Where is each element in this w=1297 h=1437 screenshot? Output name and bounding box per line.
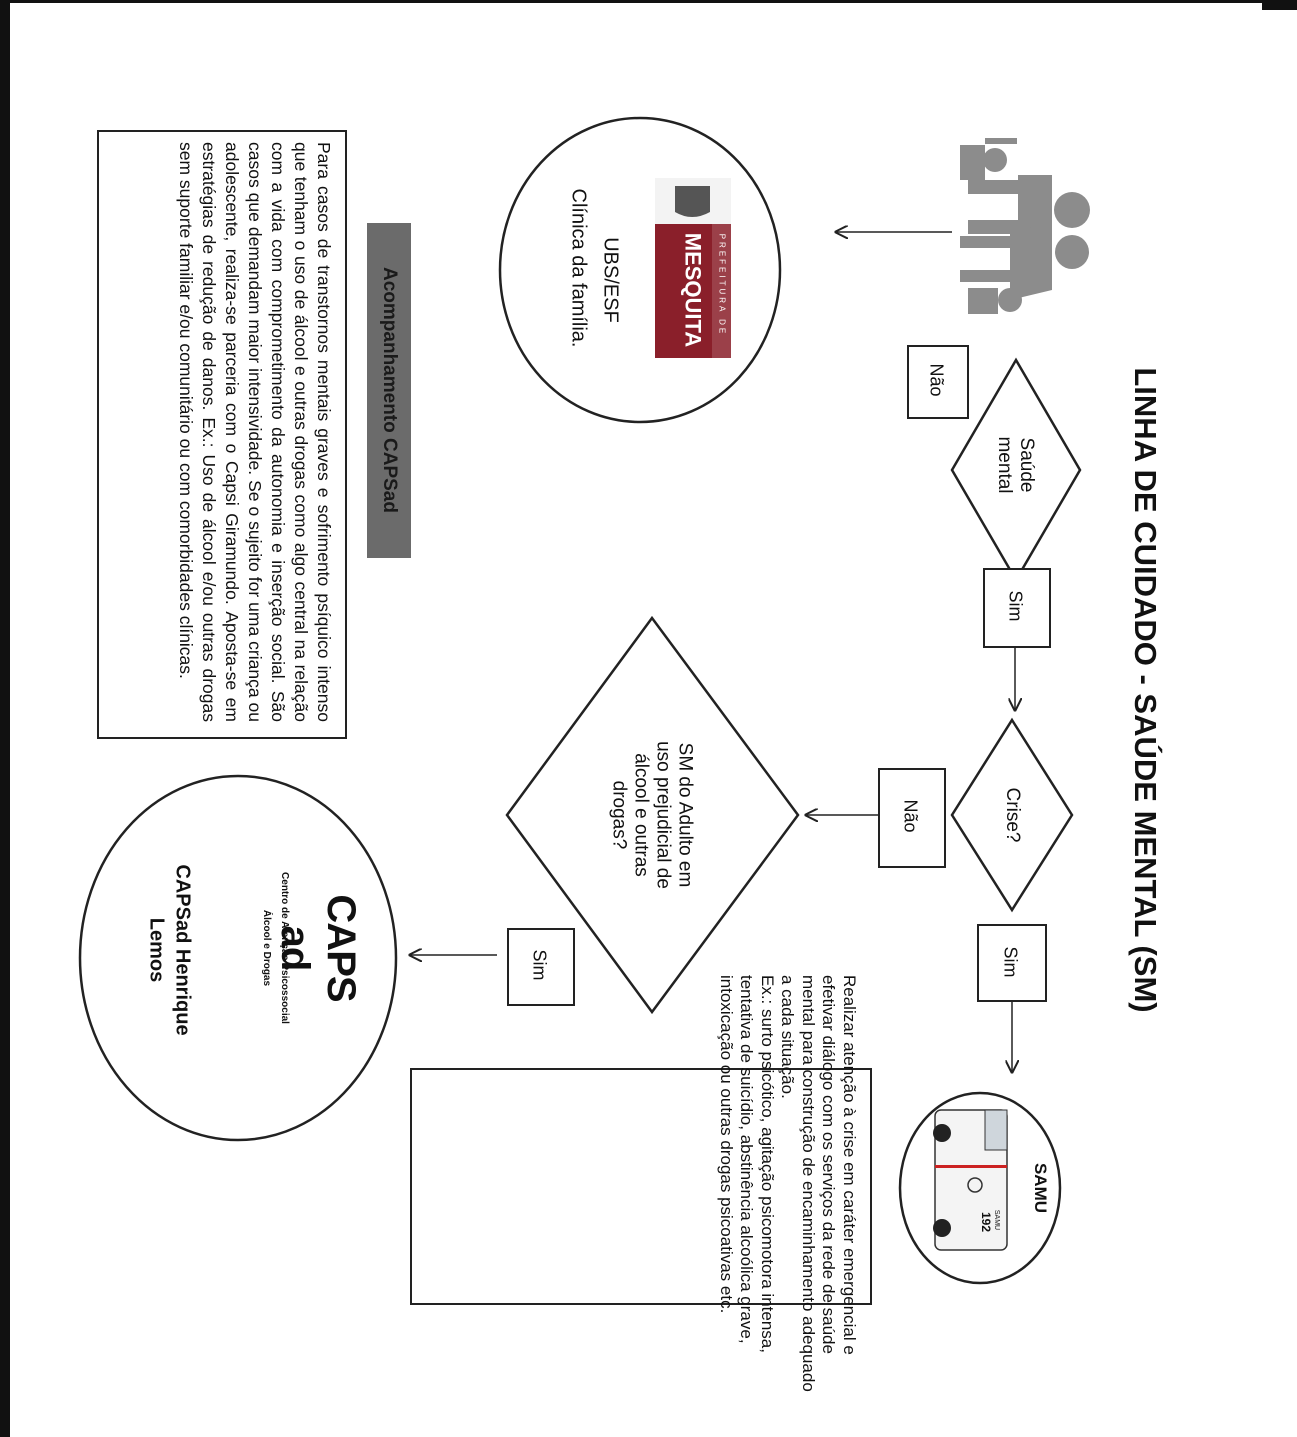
answer-nao-1-box <box>907 345 969 419</box>
decision-sm-adulto-diamond <box>505 615 800 1015</box>
answer-sim-3-box <box>507 928 575 1006</box>
scan-edge-left <box>0 0 10 1437</box>
capsad-followup-header: Acompanhamento CAPSad <box>378 267 400 513</box>
caps-name-line1: CAPSad Henrique <box>171 864 194 1036</box>
mesquita-logo <box>655 178 731 358</box>
ubs-clinica-label: Clínica da família. <box>567 188 590 348</box>
answer-sim-2-box <box>977 924 1047 1002</box>
caps-logo-sub1: Centro de Atenção Psicossocial <box>278 872 290 1024</box>
decision-crise-diamond <box>950 717 1074 913</box>
caps-logo-sub2: Álcool e Drogas <box>260 909 272 987</box>
caps-name-line2: Lemos <box>145 917 168 983</box>
samu-description: Realizar atenção à crise em caráter emer… <box>717 975 859 1392</box>
samu-title: SAMU <box>1030 1162 1050 1214</box>
decision-saude-mental-label: Saúde mental <box>994 436 1037 494</box>
capsad-followup-box <box>97 130 347 739</box>
answer-sim-2: Sim <box>1000 946 1021 978</box>
samu-ambulance-icon <box>933 1109 1008 1251</box>
answer-sim-1-box <box>983 568 1051 648</box>
mesquita-logo-line1: PREFEITURA DE <box>717 233 727 337</box>
answer-nao-2: Não <box>900 799 921 833</box>
ubs-label: UBS/ESF <box>599 237 622 323</box>
page-title: LINHA DE CUIDADO - SAÚDE MENTAL (SM) <box>1127 367 1163 1013</box>
decision-sm-adulto-label: SM do Adulto em uso prejudicial de álcoo… <box>609 741 696 889</box>
caps-circle <box>78 774 398 1142</box>
capsad-followup-text: Para casos de transtornos mentais graves… <box>176 142 334 722</box>
scan-edge-top <box>0 0 1297 3</box>
answer-nao-1: Não <box>926 363 947 397</box>
capsad-followup-header-band <box>367 223 411 558</box>
answer-sim-1: Sim <box>1005 590 1026 622</box>
ubs-circle <box>498 116 782 424</box>
samu-vehicle-text: SAMU <box>993 1209 1001 1231</box>
samu-vehicle-number: 192 <box>978 1211 993 1233</box>
answer-nao-2-box <box>878 768 946 868</box>
family-icon <box>960 138 1090 314</box>
scan-edge-corner <box>1262 0 1297 10</box>
mesquita-logo-line2: MESQUITA <box>680 232 706 348</box>
decision-crise-label: Crise? <box>1001 787 1023 843</box>
samu-description-box <box>410 1068 872 1305</box>
